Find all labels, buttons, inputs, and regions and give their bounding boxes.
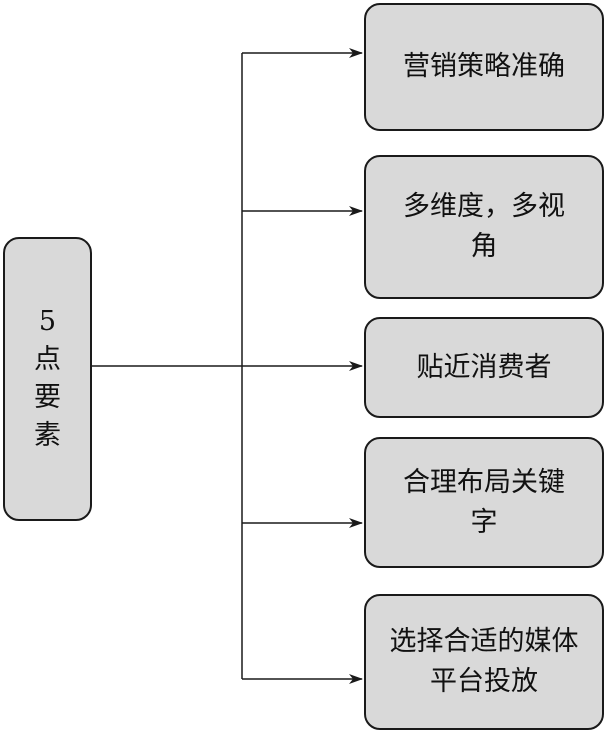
node-item-3: 贴近消费者 — [364, 317, 604, 418]
node-item-4: 合理布局关键字 — [364, 437, 604, 568]
node-item-5-label: 选择合适的媒体平台投放 — [389, 626, 579, 697]
root-node: 5 点 要 素 — [3, 237, 92, 521]
node-item-5: 选择合适的媒体平台投放 — [364, 594, 604, 730]
root-label: 5 点 要 素 — [34, 303, 61, 455]
root-label-char: 点 — [34, 344, 61, 375]
node-item-2-label: 多维度，多视角 — [403, 191, 565, 262]
node-item-1: 营销策略准确 — [364, 3, 604, 131]
node-item-1-label: 营销策略准确 — [403, 51, 565, 82]
root-label-char: 要 — [34, 382, 61, 413]
root-label-char: 5 — [38, 306, 57, 337]
node-item-3-label: 贴近消费者 — [416, 351, 552, 383]
node-item-4-label: 合理布局关键字 — [403, 466, 565, 538]
root-label-char: 素 — [34, 420, 61, 451]
node-item-2: 多维度，多视角 — [364, 155, 604, 299]
